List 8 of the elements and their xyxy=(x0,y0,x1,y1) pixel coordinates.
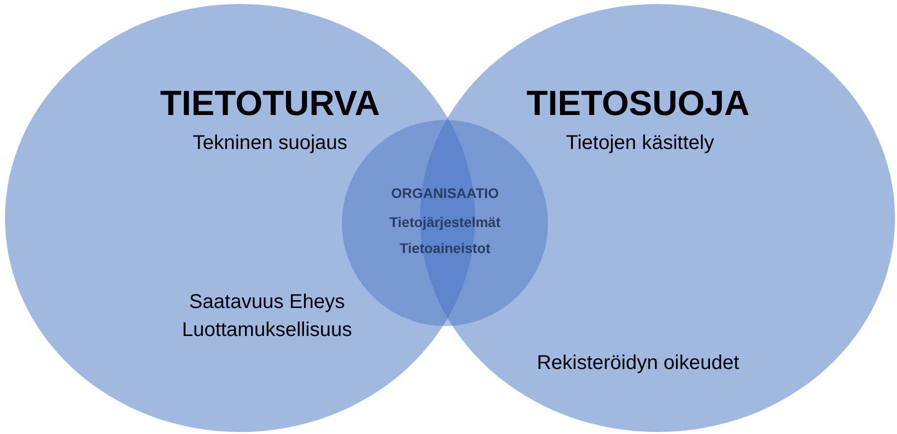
body-text: Tekninen suojaus xyxy=(192,132,348,155)
heading-text: TIETOSUOJA xyxy=(526,84,750,124)
body-text: Tietojen käsittely xyxy=(566,132,714,155)
heading-text: TIETOTURVA xyxy=(160,84,380,124)
list-text: Saatavuus Eheys Luottamuksellisuus xyxy=(182,290,352,343)
list-text: Tietojärjestelmät Tietoaineistot xyxy=(390,213,500,258)
center-text: ORGANISAATIO xyxy=(391,185,499,201)
body-text: Rekisteröidyn oikeudet xyxy=(536,352,740,375)
